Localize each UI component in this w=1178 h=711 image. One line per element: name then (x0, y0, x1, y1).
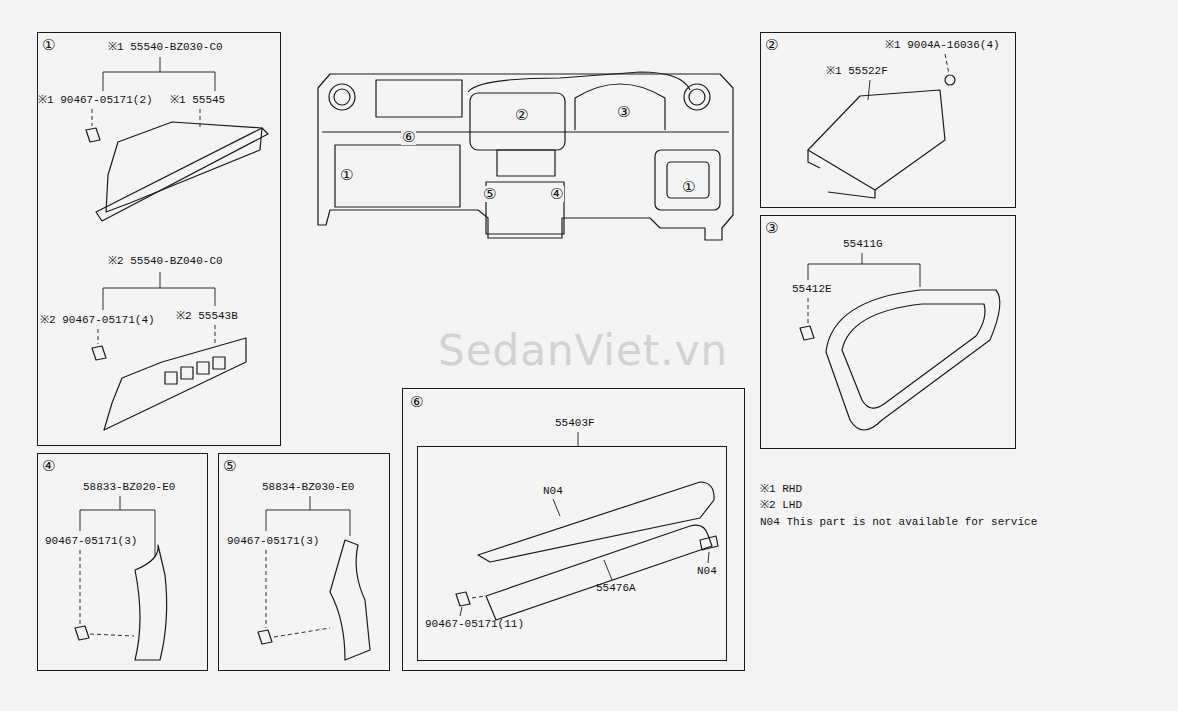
part-number: ※2 55540-BZ040-C0 (108, 255, 223, 268)
clip (75, 626, 89, 640)
part-number: 55403F (555, 417, 595, 430)
audio-unit (808, 90, 945, 190)
switch-base (104, 338, 246, 430)
side-cover (330, 540, 370, 660)
panel-number: ② (765, 37, 778, 53)
part-number: 58833-BZ020-E0 (83, 481, 175, 494)
dash-arch (468, 72, 690, 92)
callout-number: ④ (549, 186, 564, 202)
part-number: 58834-BZ030-E0 (262, 481, 354, 494)
leader-bracket (808, 253, 920, 287)
leader-line (868, 80, 870, 100)
note: ※2 LHD (760, 499, 802, 512)
switch (213, 357, 225, 369)
clip (800, 326, 814, 340)
panel-number: ① (42, 37, 55, 53)
part-panel: ④ 58833-BZ020-E0 90467-05171(3) (37, 453, 208, 671)
watermark: SedanViet.vn (438, 328, 728, 374)
part-number: 55412E (792, 283, 832, 296)
leader-line (578, 432, 579, 446)
part-number: ※1 55522F (826, 65, 888, 78)
leader-line (708, 552, 709, 563)
part-panel: ① ※1 55540-BZ030-C0 ※1 90467-05171(2) ※1 55… (37, 32, 281, 446)
meter-bezel-inner (842, 304, 985, 408)
leader-line (553, 499, 560, 516)
clip (92, 346, 106, 360)
center-lower (497, 150, 555, 176)
glovebox-opening (335, 145, 460, 207)
leader-line (808, 298, 809, 324)
callout-number: ⑤ (482, 186, 497, 202)
part-panel: N04 55476A N04 90467-05171(11) ⑥ 55403F (402, 388, 745, 671)
clip (456, 592, 470, 606)
display-opening (376, 80, 462, 117)
air-vent (689, 89, 705, 105)
dash-rail (322, 131, 729, 132)
callout-number: ① (339, 167, 354, 183)
switch-opening (667, 162, 709, 198)
part-number: ※1 55540-BZ030-C0 (108, 41, 223, 54)
leader-bracket (103, 272, 215, 310)
switch (181, 367, 193, 379)
end-piece (700, 536, 718, 550)
inner-part-box: N04 55476A N04 90467-05171(11) (417, 446, 727, 661)
part-number: ※1 90467-05171(2) (38, 94, 153, 107)
part-panel: ② ※1 9004A-16036(4) ※1 55522F (760, 32, 1016, 208)
part-number: 90467-05171(11) (425, 618, 524, 631)
panel-number: ⑥ (410, 394, 423, 410)
clip (258, 630, 272, 644)
bracket (808, 150, 875, 198)
part-number: N04 (543, 485, 563, 498)
callout-number: ② (514, 107, 529, 123)
upper-rail (478, 482, 714, 562)
panel-number: ③ (765, 220, 778, 236)
part-number: ※2 55543B (176, 310, 238, 323)
panel-number: ⑤ (223, 458, 236, 474)
leader-line (266, 550, 330, 637)
part-number: 90467-05171(3) (45, 535, 137, 548)
meter-hood (575, 84, 665, 130)
part-panel: ③ 55411G 55412E (760, 215, 1016, 449)
part-number: ※1 9004A-16036(4) (885, 39, 1000, 52)
meter-bezel (826, 290, 1000, 430)
note: ※1 RHD (760, 483, 802, 496)
leader-line (472, 596, 486, 598)
screw (945, 75, 955, 85)
callout-number: ① (681, 179, 696, 195)
lower-garnish (486, 525, 712, 620)
part-number: 90467-05171(3) (227, 535, 319, 548)
panel-number: ④ (42, 458, 55, 474)
part-number: ※2 90467-05171(4) (40, 314, 155, 327)
air-vent (329, 84, 355, 110)
dashboard-outline (318, 74, 733, 240)
part-number: N04 (697, 565, 717, 578)
part-number: ※1 55545 (170, 94, 225, 107)
callout-number: ⑥ (401, 129, 416, 145)
leader-line (92, 109, 200, 128)
leader-bracket (103, 57, 215, 91)
switch (165, 372, 177, 384)
callout-number: ③ (616, 104, 631, 120)
note: N04 This part is not available for servi… (760, 516, 1037, 529)
side-cover (135, 545, 167, 660)
part-panel: ⑤ 58834-BZ030-E0 90467-05171(3) (218, 453, 390, 671)
leader-line (460, 607, 462, 616)
switch-opening (655, 150, 720, 210)
air-vent (334, 89, 350, 105)
switch (197, 362, 209, 374)
leader-line (80, 550, 134, 636)
center-lower (486, 182, 564, 234)
leader-line (98, 325, 215, 345)
glovebox-trim (96, 128, 268, 221)
clip (86, 128, 100, 142)
part-number: 55411G (843, 238, 883, 251)
center-unit (470, 93, 565, 150)
leader-line (945, 54, 949, 74)
air-vent (684, 84, 710, 110)
leader-bracket (266, 496, 350, 536)
leader-line (604, 560, 612, 580)
part-number: 55476A (596, 582, 636, 595)
